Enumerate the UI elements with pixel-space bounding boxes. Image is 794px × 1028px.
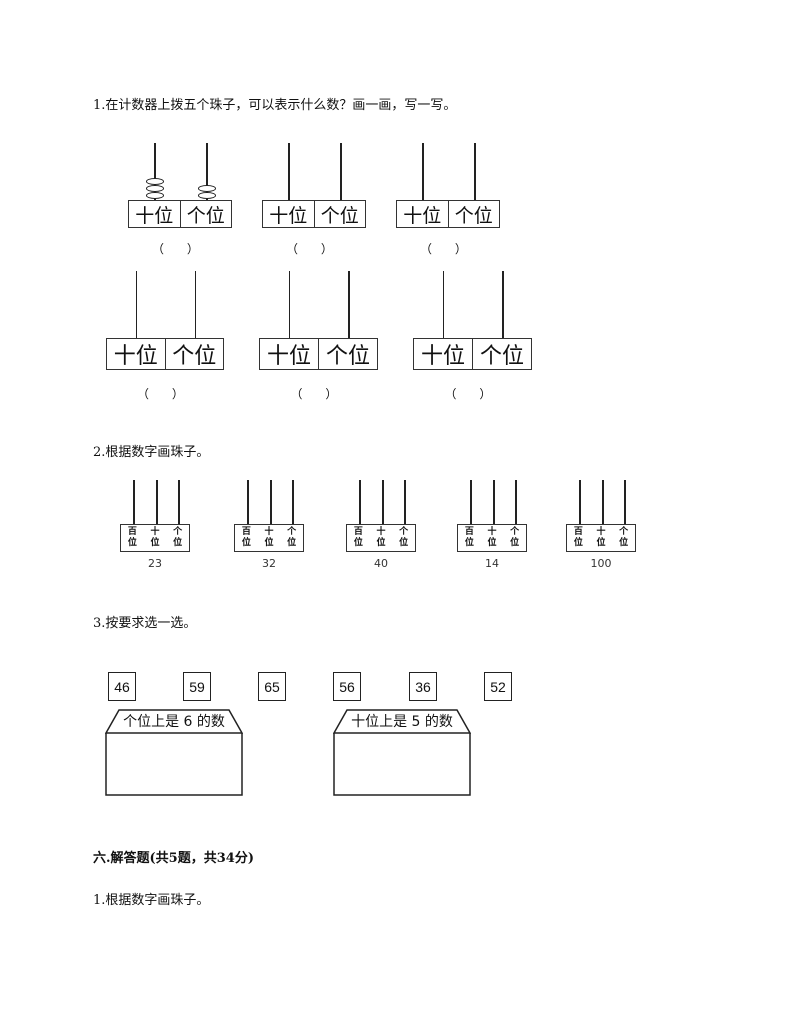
- hundreds-label: 百位: [464, 527, 474, 548]
- place-value-box: 百位十位个位: [234, 524, 304, 552]
- tens-label: 十位: [150, 527, 160, 548]
- answer-blank[interactable]: （ ）: [286, 242, 333, 256]
- tens-label: 十位: [264, 527, 274, 548]
- abacus-rod: [288, 143, 290, 200]
- q3-title: 3.按要求选一选。: [93, 616, 197, 631]
- tens-label: 十位: [113, 344, 158, 369]
- abacus-rod: [206, 143, 208, 200]
- sorting-bin-2[interactable]: 十位上是 5 的数: [332, 709, 472, 797]
- abacus-rod: [133, 480, 135, 524]
- place-value-box: 百位十位个位: [120, 524, 190, 552]
- answer-blank[interactable]: （ ）: [290, 387, 338, 401]
- place-value-box: 十位个位: [413, 338, 532, 370]
- ones-label: 个位: [447, 201, 500, 227]
- abacus-rod: [422, 143, 424, 200]
- ones-label: 个位: [472, 339, 531, 369]
- tens-label: 十位: [266, 344, 311, 369]
- abacus-rod: [493, 480, 495, 524]
- tens-label: 十位: [376, 527, 386, 548]
- bin-label: 十位上是 5 的数: [351, 714, 453, 730]
- target-number: 23: [148, 557, 162, 570]
- number-card[interactable]: 59: [183, 672, 211, 701]
- abacus-rod: [348, 271, 350, 338]
- q2-title: 2.根据数字画珠子。: [93, 445, 210, 460]
- abacus-rod: [470, 480, 472, 524]
- answer-blank[interactable]: （ ）: [420, 242, 467, 256]
- tens-label: 十位: [596, 527, 606, 548]
- abacus-rod: [624, 480, 626, 524]
- place-value-box: 十位个位: [262, 200, 366, 228]
- abacus-rod: [340, 143, 342, 200]
- number-card[interactable]: 56: [333, 672, 361, 701]
- bead: [197, 192, 216, 199]
- abacus-rod: [515, 480, 517, 524]
- abacus-rod: [474, 143, 476, 200]
- q1-title: 1.在计数器上拨五个珠子，可以表示什么数？画一画，写一写。: [93, 98, 457, 113]
- bead: [145, 178, 164, 185]
- ones-label: 个位: [510, 527, 520, 548]
- tens-label: 十位: [487, 527, 497, 548]
- target-number: 14: [485, 557, 499, 570]
- place-value-box: 十位个位: [396, 200, 500, 228]
- number-card[interactable]: 52: [484, 672, 512, 701]
- ones-label: 个位: [399, 527, 409, 548]
- bead: [145, 192, 164, 199]
- number-card[interactable]: 36: [409, 672, 437, 701]
- bin-label: 个位上是 6 的数: [123, 714, 225, 730]
- abacus-rod: [382, 480, 384, 524]
- abacus-rod: [156, 480, 158, 524]
- abacus-rod: [194, 271, 196, 338]
- place-value-box: 百位十位个位: [346, 524, 416, 552]
- section-heading: 六.解答题(共5题，共34分): [93, 851, 254, 866]
- number-card[interactable]: 46: [108, 672, 136, 701]
- bead: [145, 185, 164, 192]
- ones-label: 个位: [318, 339, 377, 369]
- answer-blank[interactable]: （ ）: [137, 387, 184, 401]
- place-value-box: 十位个位: [128, 200, 232, 228]
- abacus-rod: [359, 480, 361, 524]
- place-value-box: 十位个位: [106, 338, 224, 370]
- target-number: 32: [262, 557, 276, 570]
- abacus-rod: [288, 271, 291, 338]
- ones-label: 个位: [179, 201, 232, 227]
- tens-label: 十位: [403, 204, 442, 227]
- ones-label: 个位: [164, 339, 224, 369]
- ones-label: 个位: [313, 201, 366, 227]
- abacus-rod: [135, 271, 137, 338]
- tens-label: 十位: [420, 344, 465, 369]
- bead: [197, 185, 216, 192]
- abacus-rod: [178, 480, 180, 524]
- abacus-rod: [247, 480, 249, 524]
- bin-outline: [332, 709, 472, 796]
- abacus-rod: [442, 271, 445, 338]
- hundreds-label: 百位: [241, 527, 251, 548]
- bin-outline: [104, 709, 244, 796]
- answer-blank[interactable]: （ ）: [152, 242, 199, 256]
- hundreds-label: 百位: [573, 527, 583, 548]
- abacus-rod: [154, 143, 156, 200]
- abacus-rod: [579, 480, 581, 524]
- ones-label: 个位: [619, 527, 629, 548]
- sorting-bin-1[interactable]: 个位上是 6 的数: [104, 709, 244, 797]
- ones-label: 个位: [173, 527, 183, 548]
- abacus-rod: [270, 480, 272, 524]
- target-number: 40: [374, 557, 388, 570]
- place-value-box: 百位十位个位: [457, 524, 527, 552]
- abacus-rod: [502, 271, 504, 338]
- abacus-rod: [404, 480, 406, 524]
- section6-q1-title: 1.根据数字画珠子。: [93, 893, 210, 908]
- place-value-box: 十位个位: [259, 338, 378, 370]
- tens-label: 十位: [269, 204, 308, 227]
- place-value-box: 百位十位个位: [566, 524, 636, 552]
- abacus-rod: [602, 480, 604, 524]
- ones-label: 个位: [287, 527, 297, 548]
- hundreds-label: 百位: [127, 527, 137, 548]
- tens-label: 十位: [135, 204, 174, 227]
- answer-blank[interactable]: （ ）: [444, 387, 492, 401]
- abacus-rod: [292, 480, 294, 524]
- target-number: 100: [590, 557, 612, 570]
- number-card[interactable]: 65: [258, 672, 286, 701]
- hundreds-label: 百位: [353, 527, 363, 548]
